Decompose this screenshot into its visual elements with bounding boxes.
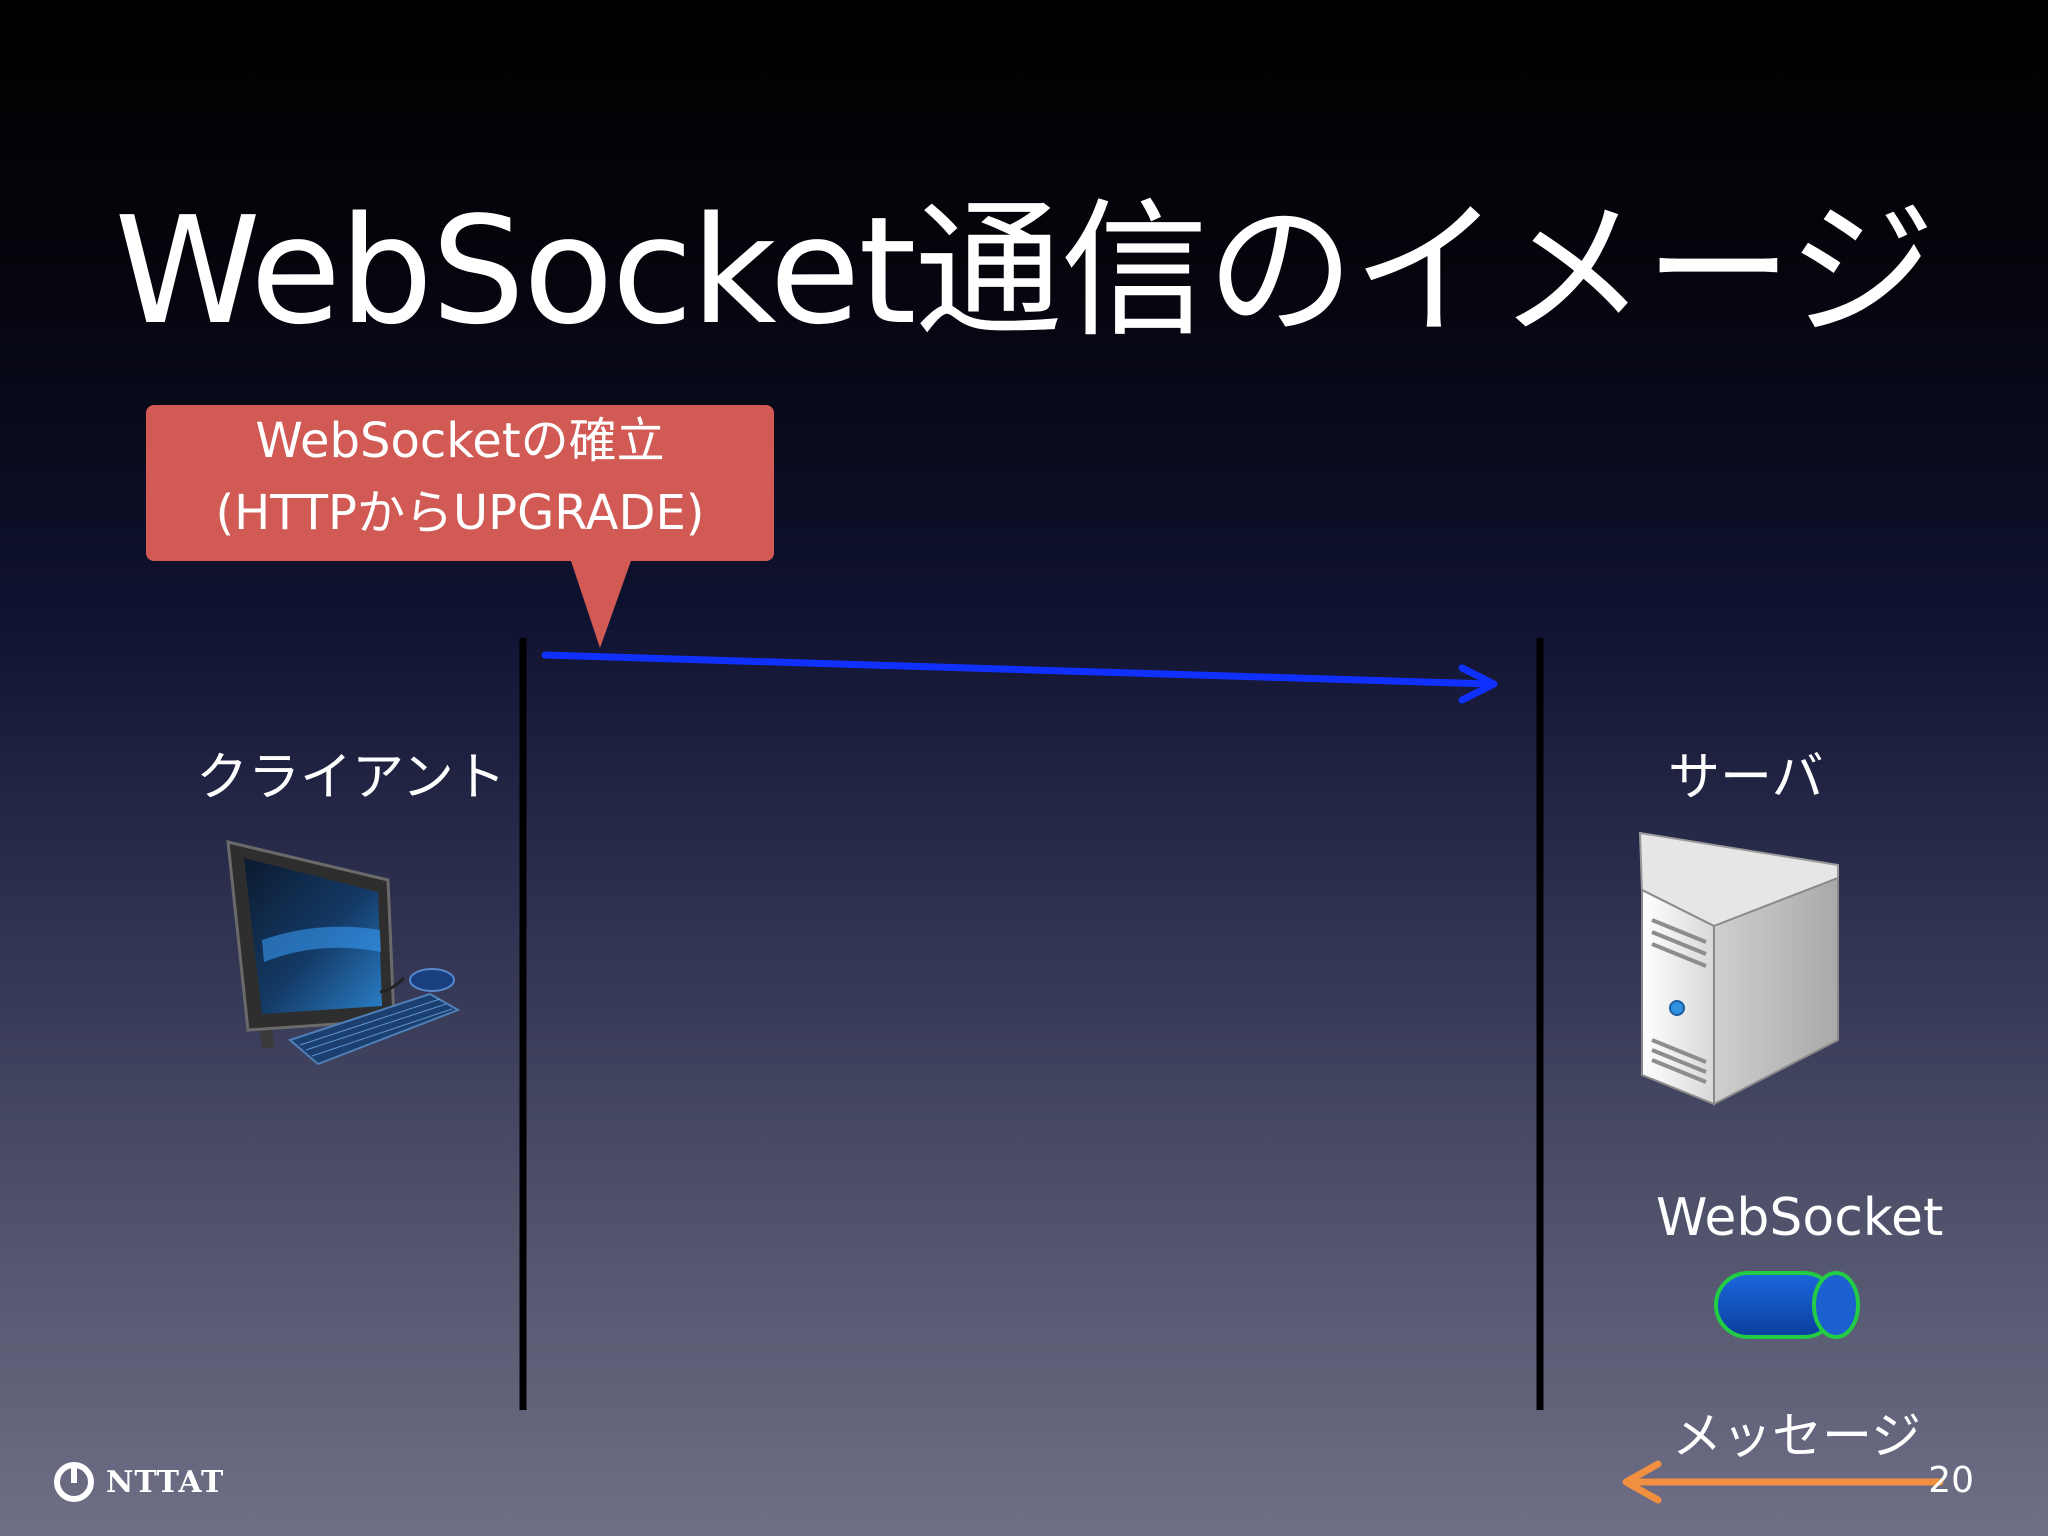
desktop-computer-icon bbox=[226, 840, 461, 1066]
callout-line-2: (HTTPからUPGRADE) bbox=[215, 485, 705, 541]
slide-title: WebSocket通信のイメージ bbox=[114, 185, 1935, 357]
client-label: クライアント bbox=[196, 748, 506, 808]
callout-bubble bbox=[146, 405, 774, 648]
upgrade-request-arrow bbox=[541, 651, 1498, 704]
company-logo: NTTAT bbox=[52, 1460, 224, 1504]
message-legend-label: メッセージ bbox=[1672, 1407, 1921, 1465]
callout-line-1: WebSocketの確立 bbox=[255, 413, 665, 469]
logo-text: NTTAT bbox=[106, 1464, 225, 1500]
pipe-icon bbox=[1714, 1271, 1860, 1339]
server-label: サーバ bbox=[1668, 748, 1824, 808]
callout-text: WebSocketの確立 (HTTPからUPGRADE) bbox=[146, 405, 774, 549]
websocket-legend-label: WebSocket bbox=[1656, 1188, 1944, 1248]
orange-arrow-icon bbox=[1622, 1460, 1944, 1504]
server-tower-icon bbox=[1638, 831, 1839, 1106]
ntt-logo-icon bbox=[54, 1462, 94, 1502]
page-number: 20 bbox=[1928, 1460, 1974, 1501]
